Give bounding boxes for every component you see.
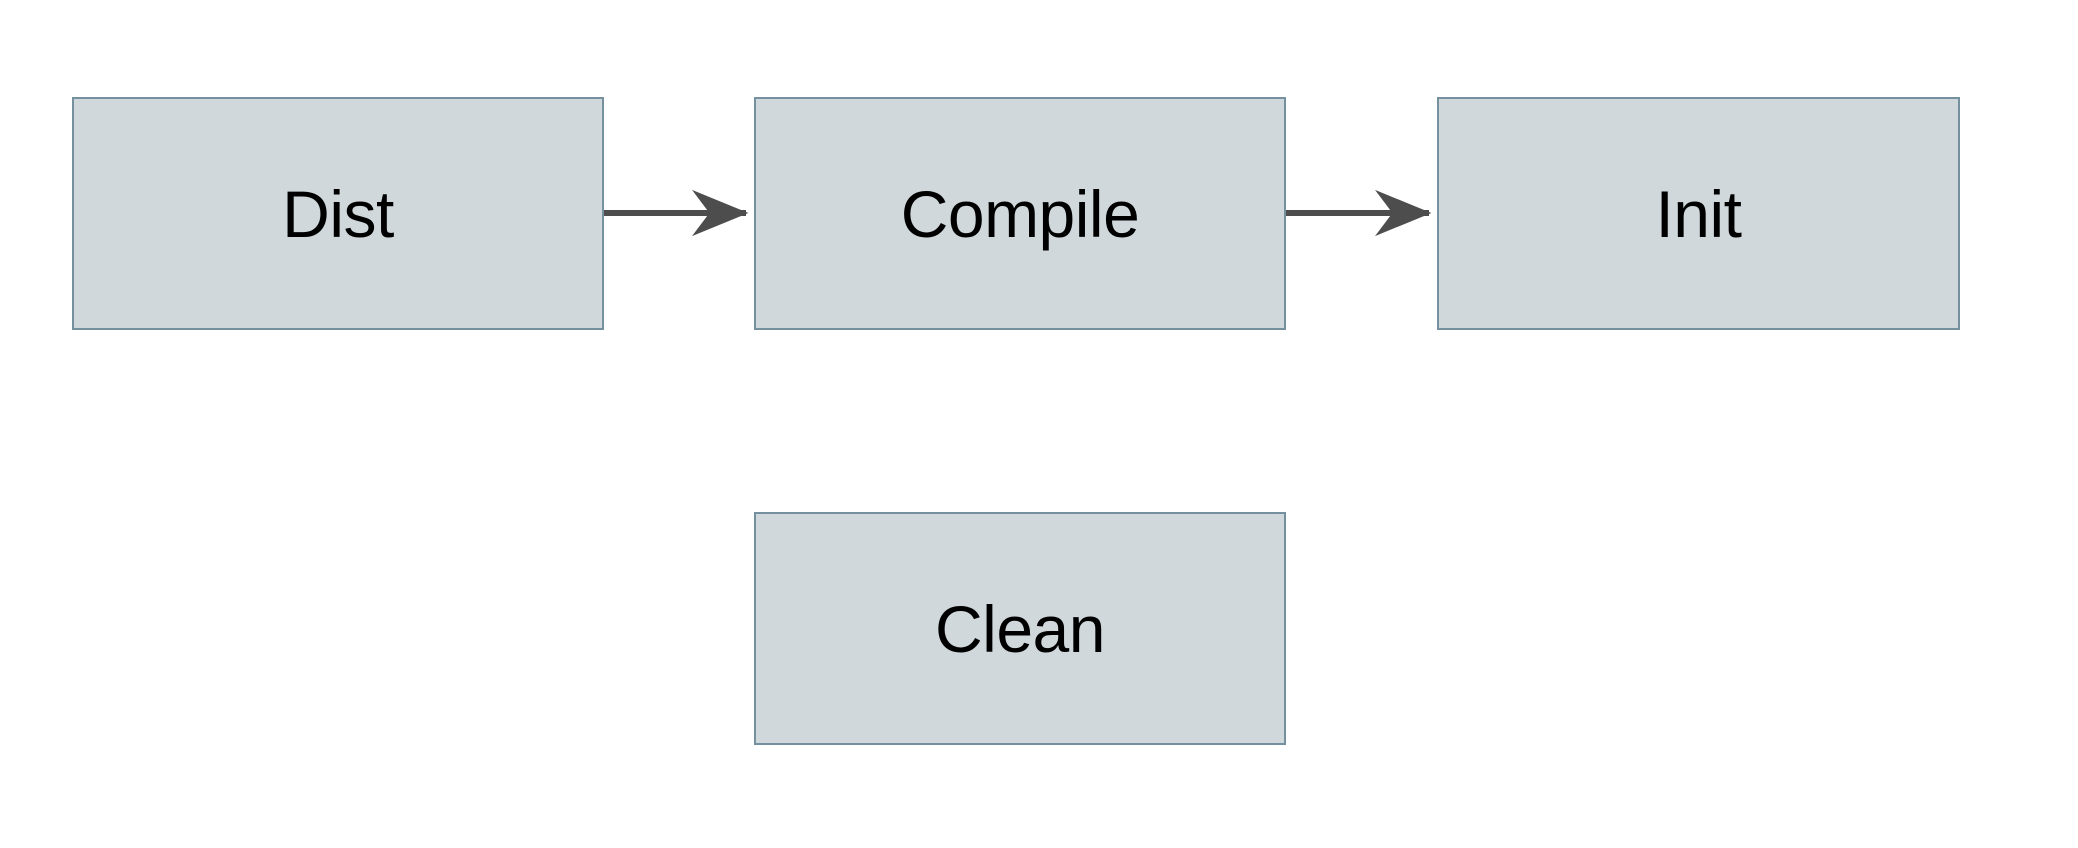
node-label-init: Init	[1655, 176, 1742, 251]
node-label-compile: Compile	[900, 176, 1140, 251]
node-compile[interactable]: Compile	[754, 97, 1286, 330]
node-init[interactable]: Init	[1437, 97, 1960, 330]
node-label-clean: Clean	[935, 591, 1105, 666]
node-dist[interactable]: Dist	[72, 97, 604, 330]
node-label-dist: Dist	[282, 176, 394, 251]
node-clean[interactable]: Clean	[754, 512, 1286, 745]
